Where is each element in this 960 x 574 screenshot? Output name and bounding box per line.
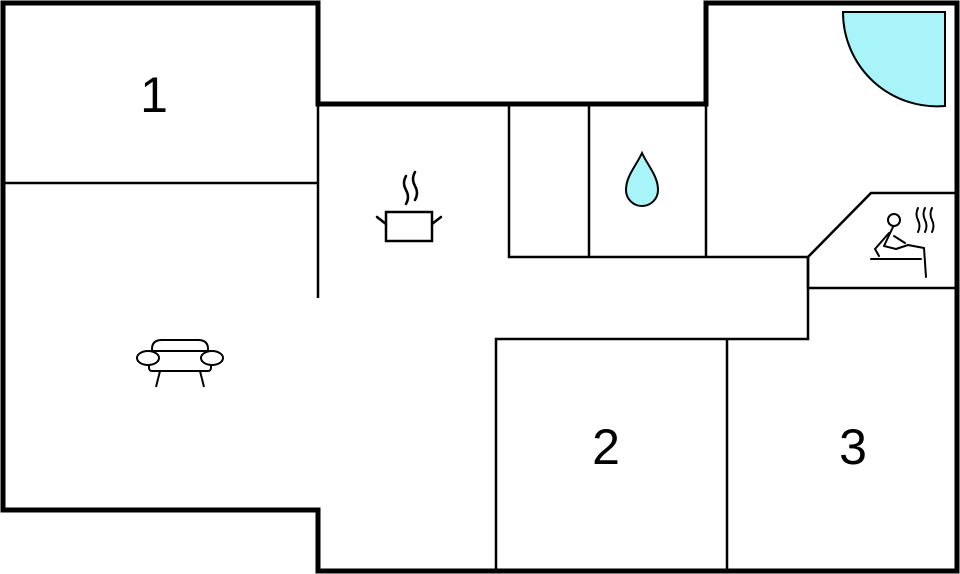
interior-walls [3, 104, 957, 571]
room-number-2: 2 [592, 419, 620, 475]
room-number-3: 3 [839, 419, 867, 475]
wall-sauna [806, 191, 957, 290]
sofa-icon [136, 339, 224, 388]
shower-quarter-circle-icon [841, 11, 946, 108]
cooking-pot-icon [375, 170, 443, 243]
wall-bathroom-block [494, 104, 810, 571]
sauna-icon [870, 207, 935, 278]
water-drop-icon [624, 150, 660, 207]
room-number-1: 1 [140, 67, 168, 123]
